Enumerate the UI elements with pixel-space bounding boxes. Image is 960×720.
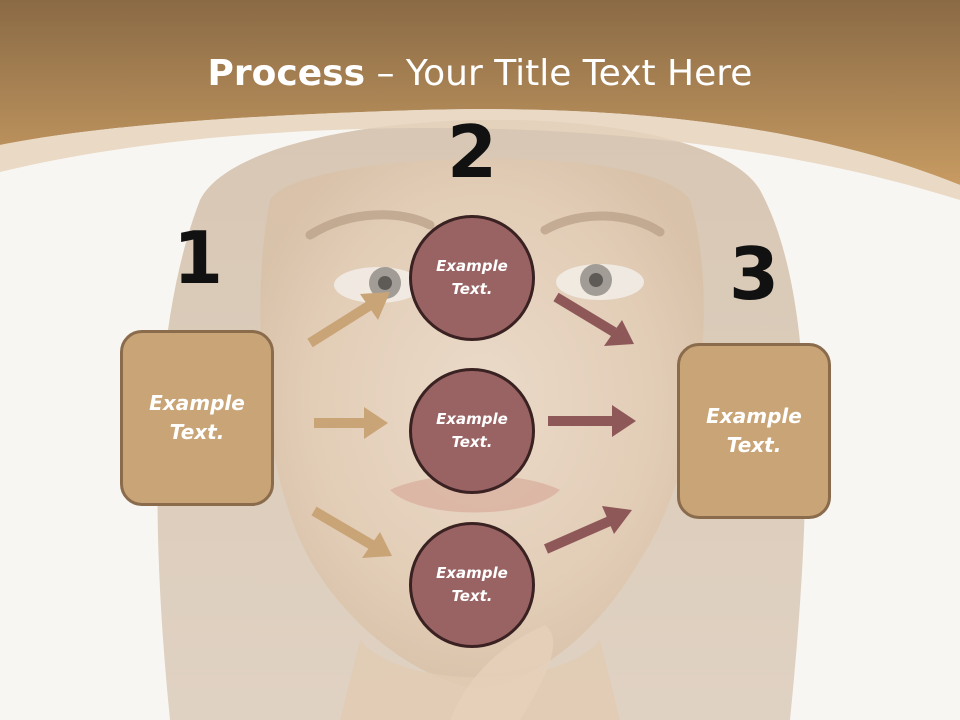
- step-number-3: 3: [728, 232, 780, 316]
- step-1-text: Example Text.: [149, 391, 245, 444]
- slide-title: Process – Your Title Text Here: [0, 52, 960, 96]
- arrow-left-up: [307, 292, 390, 348]
- circle-top-text: Example Text.: [436, 257, 508, 298]
- step-2-circle-top: Example Text.: [409, 215, 535, 341]
- step-number-2: 2: [446, 110, 498, 194]
- circle-middle-text: Example Text.: [436, 410, 508, 451]
- step-3-text: Example Text.: [706, 404, 802, 457]
- arrow-left-down: [311, 506, 392, 558]
- title-bold: Process: [207, 53, 366, 94]
- title-rest: – Your Title Text Here: [365, 53, 753, 94]
- step-1-box: Example Text.: [120, 330, 274, 506]
- circle-bottom-text: Example Text.: [436, 564, 508, 605]
- arrow-left-middle: [314, 407, 388, 439]
- step-number-1: 1: [172, 216, 224, 300]
- arrow-right-middle: [548, 405, 636, 437]
- step-3-box: Example Text.: [677, 343, 831, 519]
- step-2-circle-middle: Example Text.: [409, 368, 535, 494]
- arrow-right-down: [553, 292, 634, 346]
- title-banner: [0, 0, 960, 200]
- step-2-circle-bottom: Example Text.: [409, 522, 535, 648]
- arrow-right-up: [543, 506, 632, 554]
